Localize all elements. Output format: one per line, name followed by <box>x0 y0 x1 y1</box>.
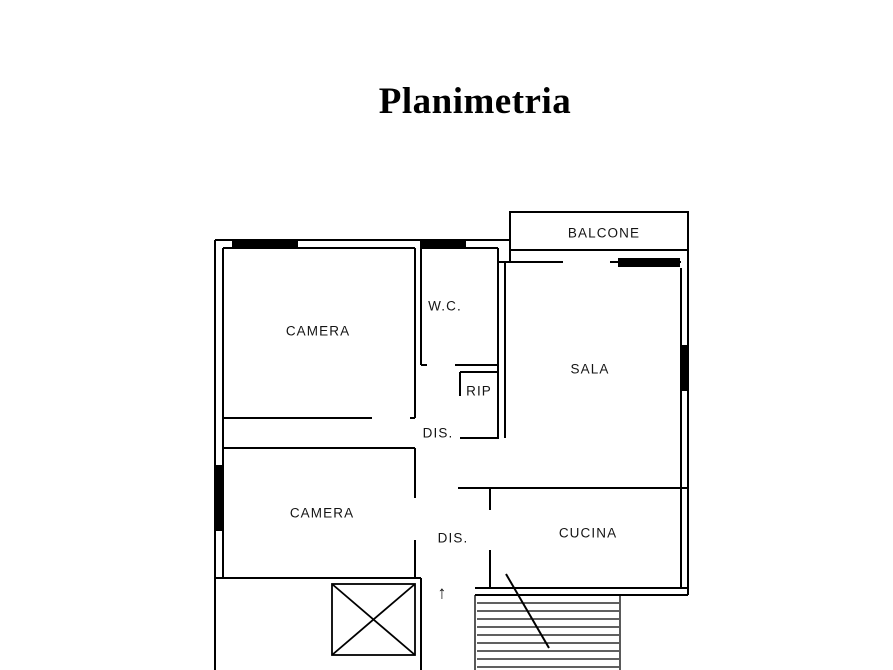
exterior-walls <box>214 211 689 670</box>
elevator-shaft <box>331 583 416 656</box>
room-label-camera-top: CAMERA <box>285 323 351 339</box>
page-title: Planimetria <box>378 81 572 122</box>
window-camera-bottom <box>214 465 223 531</box>
window-sala-right <box>680 345 689 391</box>
interior-walls <box>215 248 688 670</box>
windows <box>214 239 689 531</box>
room-label-cucina: CUCINA <box>558 525 618 541</box>
window-wc <box>420 239 466 248</box>
room-label-wc: W.C. <box>428 298 462 314</box>
room-label-rip: RIP <box>466 383 492 399</box>
room-label-balcone: BALCONE <box>567 225 641 241</box>
window-sala-balcone <box>618 258 680 267</box>
window-camera-top <box>232 239 298 248</box>
staircase <box>474 573 621 670</box>
stair-direction-line <box>505 573 550 649</box>
room-label-dis-bottom: DIS. <box>437 530 469 546</box>
stairs-direction-arrow: ↑ <box>437 582 447 603</box>
room-label-sala: SALA <box>570 361 610 377</box>
room-label-dis-top: DIS. <box>422 425 454 441</box>
room-label-camera-bottom: CAMERA <box>289 505 355 521</box>
